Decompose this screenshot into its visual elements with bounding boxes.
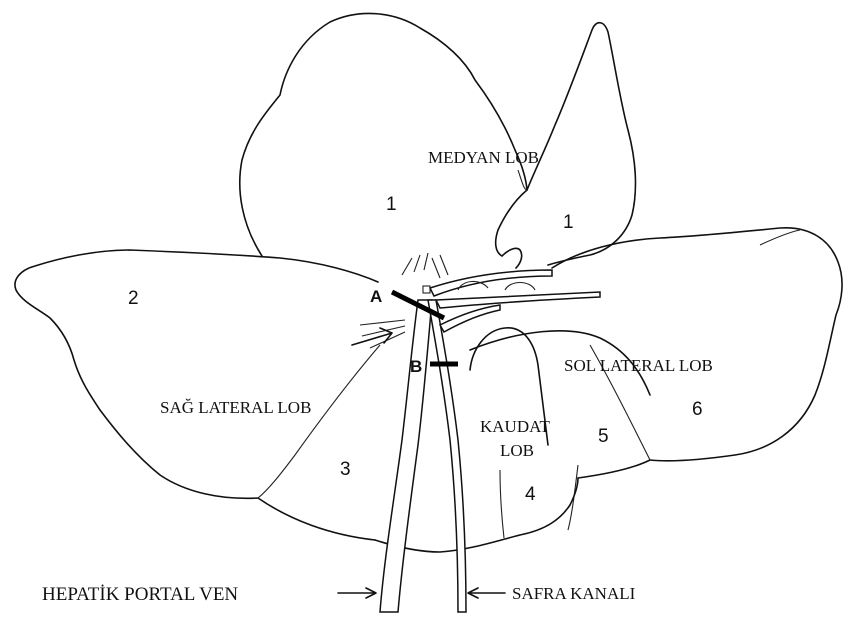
segment-number-1-left: 1 [386,194,397,215]
bile-duct [428,300,466,612]
segment-number-5: 5 [598,426,609,447]
hilum-branch-right-upper [432,255,448,278]
hilum-branch-right-lateral [360,320,405,348]
portal-vein-arrow [338,588,376,598]
median-lobe-left-outline [240,13,527,256]
label-hepatic-portal-vein: HEPATİK PORTAL VEN [42,584,238,605]
marker-a: A [370,287,382,306]
median-lobe-right-outline [527,23,635,265]
left-lateral-lobe-crease [760,230,800,245]
segment-number-1-right: 1 [563,212,574,233]
right-lateral-lobe-outline [15,250,378,540]
label-median-lobe: MEDYAN LOB [428,148,539,167]
hilum-branch-left-upper [402,253,428,275]
segment-number-2: 2 [128,288,139,309]
hilum-node [423,286,430,293]
label-bile-duct: SAFRA KANALI [512,584,636,603]
hilum-branch-median [430,270,552,296]
hilum-branch-left-lateral [436,292,600,308]
label-right-lateral-lobe: SAĞ LATERAL LOB [160,398,311,417]
label-caudate-lobe-1: KAUDAT [480,417,551,436]
median-lobe-notch [496,190,527,268]
segment-number-4: 4 [525,484,536,505]
marker-b: B [410,357,422,376]
hilum-branch-caudate [440,305,500,332]
left-lateral-lobe-outline [552,228,842,478]
hilum-arrow [352,328,392,345]
label-left-lateral-lobe: SOL LATERAL LOB [564,356,713,375]
segment-3-4-divider [500,470,504,538]
bile-duct-arrow [468,588,505,598]
segment-number-6: 6 [692,399,703,420]
right-lateral-lobe-crease [258,345,380,498]
segment-number-3: 3 [340,459,351,480]
label-caudate-lobe-2: LOB [500,441,534,460]
hepatic-portal-vein [380,300,432,612]
